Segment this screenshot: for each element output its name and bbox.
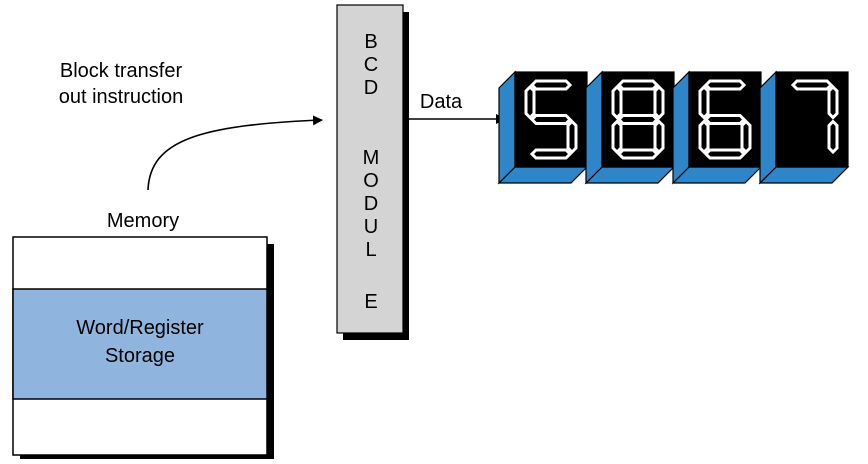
segment-b	[827, 84, 839, 120]
digit-1	[497, 70, 589, 185]
segment-a	[703, 79, 747, 91]
digit-bevel-left	[672, 70, 690, 185]
segment-f	[698, 84, 710, 120]
module-letter-3: D	[364, 77, 378, 99]
segment-e	[698, 119, 710, 155]
word-register-storage	[12, 288, 268, 400]
segment-d	[703, 148, 747, 160]
segment-c	[653, 119, 665, 155]
segment-d	[529, 148, 573, 160]
segment-c	[740, 119, 752, 155]
segment-c	[827, 119, 839, 155]
module-letter-10: E	[364, 291, 377, 313]
memory-block: Word/Register Storage	[12, 236, 274, 462]
segment-g	[616, 114, 660, 125]
segment-e	[611, 119, 623, 155]
segment-a	[616, 79, 660, 91]
module-letter-2: C	[364, 54, 378, 76]
segment-b	[653, 84, 665, 120]
module-letter-1: B	[364, 31, 377, 53]
segment-a	[529, 79, 573, 91]
instruction-label-line2: out instruction	[59, 86, 184, 108]
segment-g	[529, 114, 573, 125]
digit-4	[758, 70, 850, 185]
segment-d	[616, 148, 660, 160]
segment-c	[566, 119, 578, 155]
digit-3	[671, 70, 763, 185]
module-letter-8: U	[364, 216, 378, 238]
seven-segment-display	[497, 70, 850, 185]
bcd-module: B C D M O D U L E	[336, 4, 409, 340]
digit-bevel-left	[585, 70, 603, 185]
digit-bevel-left	[498, 70, 516, 185]
instruction-label-line1: Block transfer	[60, 60, 183, 82]
segment-f	[611, 84, 623, 120]
module-letter-7: D	[364, 193, 378, 215]
data-label: Data	[420, 91, 463, 113]
instruction-arrow	[147, 115, 323, 191]
storage-label-line2: Storage	[105, 345, 175, 367]
memory-label: Memory	[107, 210, 179, 232]
module-letter-5: M	[363, 147, 380, 169]
module-letter-6: O	[363, 170, 379, 192]
segment-a	[790, 79, 834, 91]
digit-bevel-left	[759, 70, 777, 185]
digit-2	[584, 70, 676, 185]
module-letter-9: L	[365, 239, 376, 261]
segment-f	[524, 84, 536, 120]
storage-label-line1: Word/Register	[76, 317, 204, 339]
segment-g	[703, 114, 747, 125]
